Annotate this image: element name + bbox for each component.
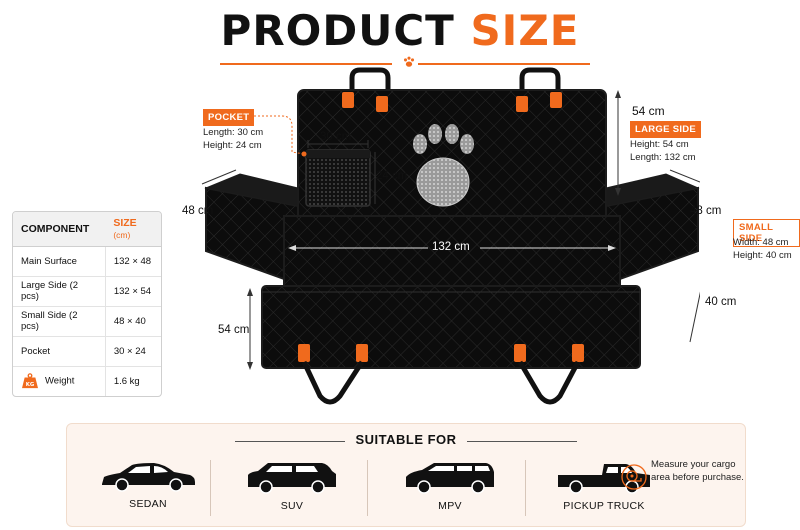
table-header-row: COMPONENT SIZE (cm): [13, 212, 161, 247]
pocket-leader-line: [250, 115, 307, 157]
mpv-icon: [406, 463, 494, 494]
paw-mesh-window: [413, 124, 474, 207]
vehicle-suv: SUV: [217, 456, 367, 526]
title-underline-right: [418, 63, 590, 65]
measuring-tape-icon: [621, 464, 647, 490]
header-size-label: SIZE: [113, 216, 137, 229]
table-row: Large Side (2 pcs) 132 × 54: [13, 276, 161, 307]
vehicle-label: PICKUP TRUCK: [563, 500, 645, 512]
vehicle-mpv: MPV: [375, 456, 525, 526]
main-surface: [283, 215, 621, 289]
row-component: KG Weight: [13, 366, 106, 396]
row-component: Main Surface: [13, 246, 106, 277]
suitable-for-title: SUITABLE FOR: [355, 432, 457, 447]
row-size: 1.6 kg: [113, 375, 140, 387]
left-small-side-dim: 48 cm: [182, 205, 214, 217]
suitable-for-panel: SUITABLE FOR SEDAN SUV MPV: [66, 423, 746, 527]
pocket-width-dim: 30 cm: [320, 131, 352, 143]
large-side-height: Height: 54 cm: [630, 139, 689, 150]
pocket-length: Length: 30 cm: [203, 127, 264, 138]
vehicle-label: MPV: [438, 500, 462, 512]
weight-icon: KG: [22, 373, 38, 389]
large-side-dim: 54 cm: [632, 104, 665, 118]
right-small-side-dim: 48 cm: [690, 205, 722, 217]
vehicle-separator: [525, 460, 526, 516]
suitable-line-right: [467, 441, 577, 442]
header-component: COMPONENT: [13, 212, 106, 247]
small-side-width: Width: 48 cm: [733, 237, 789, 248]
row-size: 132 × 54: [105, 276, 161, 307]
component-size-table: COMPONENT SIZE (cm) Main Surface 132 × 4…: [12, 211, 162, 397]
title-part1: PRODUCT: [220, 6, 455, 55]
large-side-badge: LARGE SIDE: [630, 121, 702, 138]
small-side-badge: SMALL SIDE: [733, 219, 800, 247]
row-component-label: Weight: [45, 375, 75, 387]
title-part2: SIZE: [470, 6, 580, 55]
table-row: Small Side (2 pcs) 48 × 40: [13, 306, 161, 337]
vehicle-sedan: SEDAN: [73, 456, 223, 526]
row-component: Small Side (2 pcs): [13, 306, 106, 337]
suv-icon: [248, 463, 336, 494]
measure-note: Measure your cargo area before purchase.: [651, 459, 744, 483]
sedan-icon: [102, 463, 195, 492]
row-size: 132 × 48: [105, 246, 161, 277]
table-row: Main Surface 132 × 48: [13, 246, 161, 277]
vehicle-pickup-truck: PICKUP TRUCK: [529, 456, 679, 526]
header-size: SIZE (cm): [105, 212, 161, 247]
right-small-side-height-dim: 40 cm: [705, 296, 737, 308]
vehicle-separator: [210, 460, 211, 516]
mesh-pocket: [305, 149, 371, 207]
pocket-height-dim: 24 cm: [376, 170, 408, 182]
table-row: KG Weight 1.6 kg: [13, 366, 161, 396]
pocket-height: Height: 24 cm: [203, 140, 262, 151]
pocket-badge: POCKET: [203, 109, 255, 126]
svg-text:KG: KG: [26, 382, 35, 388]
header-size-unit: (cm): [113, 229, 131, 240]
vehicle-label: SEDAN: [129, 498, 167, 510]
paw-icon: [403, 56, 415, 67]
row-component: Large Side (2 pcs): [13, 276, 106, 307]
row-size: 30 × 24: [105, 336, 161, 367]
title-underline-left: [220, 63, 392, 65]
table-row: Pocket 30 × 24: [13, 336, 161, 367]
vehicle-separator: [367, 460, 368, 516]
seat-cover-illustration: [201, 67, 700, 405]
front-large-side-dim: 54 cm: [218, 324, 250, 336]
page-title: PRODUCT SIZE: [0, 6, 800, 55]
suitable-line-left: [235, 441, 345, 442]
main-surface-dim: 132 cm: [432, 241, 470, 253]
large-side-length: Length: 132 cm: [630, 152, 696, 163]
vehicle-label: SUV: [280, 500, 304, 512]
small-side-height: Height: 40 cm: [733, 250, 792, 261]
row-size: 48 × 40: [105, 306, 161, 337]
row-component: Pocket: [13, 336, 106, 367]
pickup-truck-icon: [558, 464, 650, 494]
